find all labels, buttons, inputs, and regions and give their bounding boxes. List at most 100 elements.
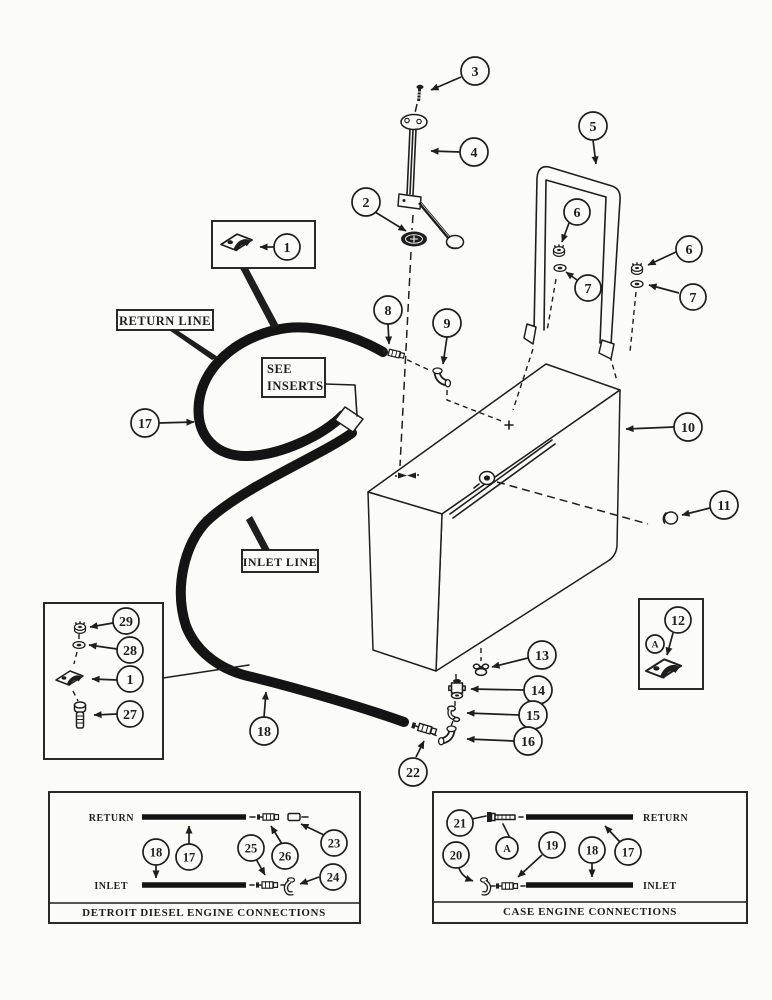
callout-21-case: 21 [446,809,487,837]
callout-26-detroit: 26 [270,825,299,870]
callout-6-right-number: 6 [686,243,693,258]
label-inlet-line: INLET LINE [241,516,319,573]
callout-17-detroit-number: 17 [183,851,196,865]
cap-part11 [662,511,679,525]
callout-22: 22 [398,740,428,787]
callout-23-detroit-circle [320,829,348,857]
detroit-box-frame [48,791,361,924]
callout-17-detroit-circle [175,843,203,871]
callout-A-case: A [495,823,519,860]
callout-6-left-arrow [561,222,570,243]
callout-26-detroit-circle [271,842,299,870]
fuel-gauge-sender-assembly [397,84,465,250]
callout-22-circle [398,757,428,787]
callout-4-arrow [430,147,461,155]
callout-17-arrow [158,418,195,426]
callout-10-circle [673,412,703,442]
tank-front-face [435,389,621,672]
callout-19-case-number: 19 [546,839,559,853]
callout-14: 14 [470,675,553,705]
callout-7-right-circle [679,283,707,311]
callout-19-case-arrow [517,854,543,878]
washer-part7-right [630,279,644,289]
see-inserts-leader [324,383,358,417]
case-elbow-20-icon [481,878,490,894]
callout-A-case-letter: A [503,844,511,855]
callout-18-detroit-circle [142,838,170,866]
clamp-box-12: A 12 [638,598,704,690]
strap-right-foot [598,339,615,360]
elbow-part16 [439,726,456,745]
callout-20-case-number: 20 [450,849,463,863]
callout-21-case-number: 21 [454,817,467,831]
dash-sender-gasket [411,214,414,231]
assembly-dashed-lines [398,103,649,738]
see-inserts-line1: SEE [267,362,292,376]
hardware-box-dashes [72,634,80,702]
inlet-line-leader [246,516,270,550]
callout-A-case-leader [502,823,511,839]
hose-cut-mark [334,406,364,433]
dash-strap-left-leg [512,278,557,411]
callout-11-circle [709,490,739,520]
detroit-dashes [249,816,309,886]
callout-18: 18 [249,691,279,746]
callout-1-top-number: 1 [284,241,291,256]
callout-8-number: 8 [385,304,392,319]
callout-25-detroit-circle [237,834,265,862]
washer-part7-left [553,263,567,273]
connector-part22 [410,720,438,737]
callout-2-circle [351,187,381,217]
bolt-part27-icon [73,701,87,729]
callout-23-detroit-number: 23 [328,837,341,851]
tank-outlet-fitting [473,470,496,489]
callout-11-number: 11 [717,499,730,514]
callout-15-number: 15 [526,709,540,724]
callout-5-circle [578,111,608,141]
callout-12: 12 [664,606,692,656]
hardware-box-left: 29 28 1 27 [43,602,250,760]
callout-25-detroit-arrow [255,858,266,876]
gasket-part2 [401,231,427,247]
callout-1-left-number: 1 [127,673,134,688]
callout-16-circle [513,726,543,756]
callout-16: 16 [466,726,543,756]
valve-part14 [448,679,466,700]
callout-7-right: 7 [648,283,707,311]
callout-3: 3 [430,56,490,91]
strap-outer-edge [533,165,621,346]
dash-outlet-cap11 [496,481,649,525]
callout-10: 10 [625,412,703,442]
screw-part3 [416,84,424,102]
callout-20-case: 20 [442,841,474,882]
callout-17-case: 17 [604,825,642,866]
callout-A-box12-letter: A [652,641,659,651]
callout-1-top: 1 [259,233,301,261]
callout-17-case-circle [614,838,642,866]
callout-18-case-number: 18 [586,844,599,858]
dash-screw-sender [414,103,418,114]
clamp-box-12-frame [638,598,704,690]
case-box-frame [432,791,748,924]
inlet-line-box [241,549,319,573]
case-dashes [490,816,526,887]
dash-strap-right-leg [609,291,637,382]
fitting-part15 [446,705,461,723]
callout-26-detroit-number: 26 [279,850,292,864]
callout-29: 29 [89,607,140,635]
clamp-part12-icon [645,658,683,680]
detroit-connector-26-icon [256,813,280,821]
see-inserts-line2: INSERTS [267,379,324,393]
fitting-position-mark [504,420,514,430]
inlet-line-label: INLET LINE [243,555,317,569]
detroit-return-label: RETURN [89,813,135,824]
dash-elbow9-tank [446,390,505,423]
callout-18-detroit-number: 18 [150,846,163,860]
callout-1-left-circle [116,665,144,693]
callout-17: 17 [130,408,195,438]
clamp-box-leader [240,268,279,329]
hoses [175,322,409,727]
dash-fitting-chain [449,674,457,730]
